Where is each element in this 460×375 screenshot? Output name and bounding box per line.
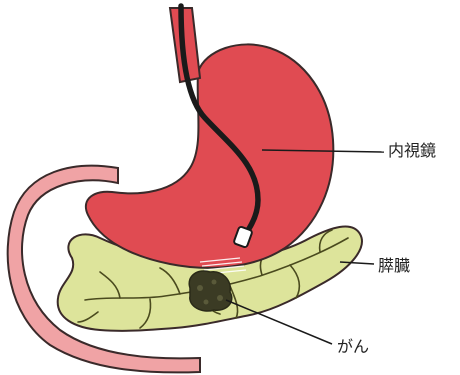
label-pancreas: 膵臓 [378,258,410,274]
label-cancer: がん [337,339,369,355]
stomach [86,44,333,267]
label-endoscope: 内視鏡 [388,143,436,159]
tumor [189,271,232,311]
